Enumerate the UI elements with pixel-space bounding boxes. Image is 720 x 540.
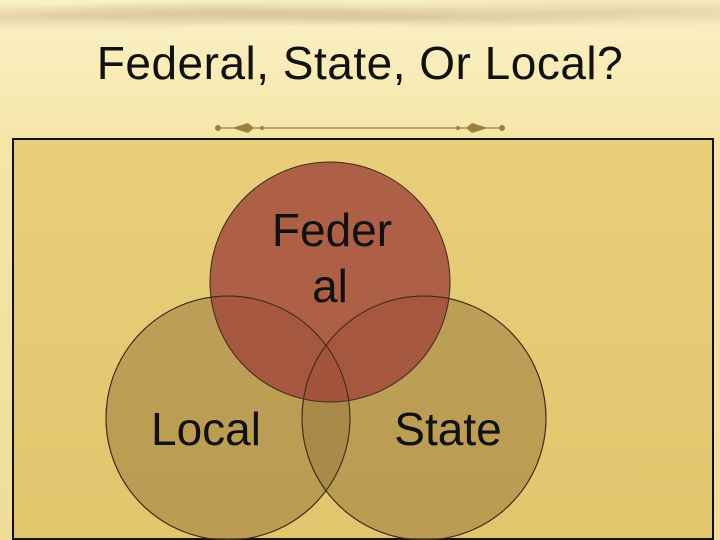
slide-title: Federal, State, Or Local? xyxy=(96,37,624,89)
federal-circle xyxy=(209,161,451,403)
stamp-decoration xyxy=(0,0,720,40)
state-label: State xyxy=(394,403,501,455)
ornamental-divider xyxy=(215,123,505,133)
federal-label-line2: al xyxy=(312,260,348,312)
federal-label-line1: Feder xyxy=(272,204,392,256)
local-label: Local xyxy=(151,403,261,455)
